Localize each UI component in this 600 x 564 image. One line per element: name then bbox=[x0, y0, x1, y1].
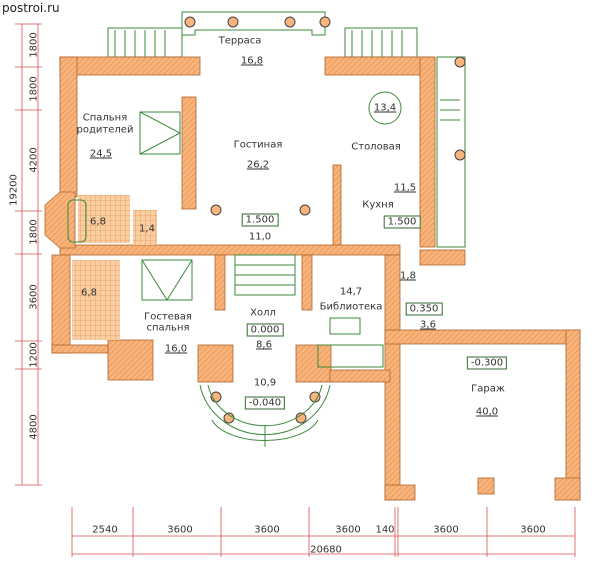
room-area-wc: 1,4 bbox=[139, 223, 155, 235]
terrace-outline bbox=[107, 11, 466, 248]
room-area-dining: 13,4 bbox=[373, 102, 397, 114]
level-vestibule: 0.350 bbox=[405, 302, 443, 316]
room-area-upper-hall: 11,0 bbox=[248, 231, 272, 243]
dim-left-4: 1800 bbox=[28, 219, 40, 245]
columns bbox=[184, 16, 466, 424]
dim-left-6: 1200 bbox=[28, 342, 40, 368]
walls bbox=[44, 56, 581, 501]
room-name-hall: Холл bbox=[250, 307, 276, 319]
room-area-porch: 10,9 bbox=[253, 377, 277, 389]
room-area-bath1: 6,8 bbox=[90, 216, 106, 228]
room-area-guest-bedroom: 16,0 bbox=[164, 343, 188, 355]
level-kitchen: 1.500 bbox=[383, 215, 421, 229]
room-area-pantry: 1,8 bbox=[400, 270, 416, 282]
room-area-kitchen: 11,5 bbox=[393, 182, 417, 194]
room-name-garage: Гараж bbox=[471, 383, 505, 395]
room-name-parents-bedroom-2: родителей bbox=[76, 124, 134, 136]
site-logo: postroi.ru bbox=[2, 1, 60, 15]
dim-bottom-4: 3600 bbox=[335, 524, 361, 536]
room-name-guest-bedroom-1: Гостевая bbox=[144, 311, 192, 323]
room-name-living: Гостиная bbox=[233, 139, 283, 151]
room-name-dining: Столовая bbox=[351, 141, 401, 153]
room-name-parents-bedroom-1: Спальня bbox=[82, 112, 128, 124]
porch-steps bbox=[199, 384, 331, 447]
dim-bottom-2: 3600 bbox=[167, 524, 193, 536]
level-hall: 0.000 bbox=[246, 323, 284, 337]
wc-tiles bbox=[133, 210, 157, 245]
furniture bbox=[67, 91, 402, 368]
room-area-vestibule: 3,6 bbox=[420, 319, 436, 331]
room-area-bath2: 6,8 bbox=[81, 287, 97, 299]
dim-left-7: 4800 bbox=[28, 414, 40, 440]
level-garage: -0.300 bbox=[466, 356, 508, 370]
room-area-living: 26,2 bbox=[246, 159, 270, 171]
dim-bottom-7: 3600 bbox=[520, 524, 546, 536]
dim-left-total: 19200 bbox=[8, 174, 20, 206]
dim-left-1: 1800 bbox=[28, 32, 40, 58]
room-area-garage: 40,0 bbox=[475, 406, 499, 418]
dim-bottom-5: 140 bbox=[375, 524, 395, 536]
room-area-terrace: 16,8 bbox=[240, 55, 264, 67]
room-name-library: Библиотека bbox=[319, 301, 383, 313]
room-area-hall: 8,6 bbox=[256, 339, 272, 351]
dim-bottom-total: 20680 bbox=[310, 544, 342, 556]
room-name-guest-bedroom-2: спальня bbox=[146, 322, 190, 334]
room-area-library: 14,7 bbox=[339, 286, 363, 298]
room-name-terrace: Терраса bbox=[218, 35, 262, 47]
room-area-parents-bedroom: 24,5 bbox=[89, 148, 113, 160]
dim-bottom-3: 3600 bbox=[254, 524, 280, 536]
dim-left-2: 1800 bbox=[28, 76, 40, 102]
room-name-kitchen: Кухня bbox=[362, 199, 394, 211]
level-porch: -0.040 bbox=[244, 396, 286, 410]
dim-bottom-1: 2540 bbox=[92, 524, 118, 536]
dim-left-5: 3600 bbox=[28, 284, 40, 310]
level-upper-hall: 1.500 bbox=[241, 213, 279, 227]
dim-bottom-6: 3600 bbox=[433, 524, 459, 536]
bath2-tiles bbox=[72, 260, 120, 340]
bath1-tiles bbox=[78, 195, 130, 243]
dim-left-3: 4200 bbox=[28, 147, 40, 173]
